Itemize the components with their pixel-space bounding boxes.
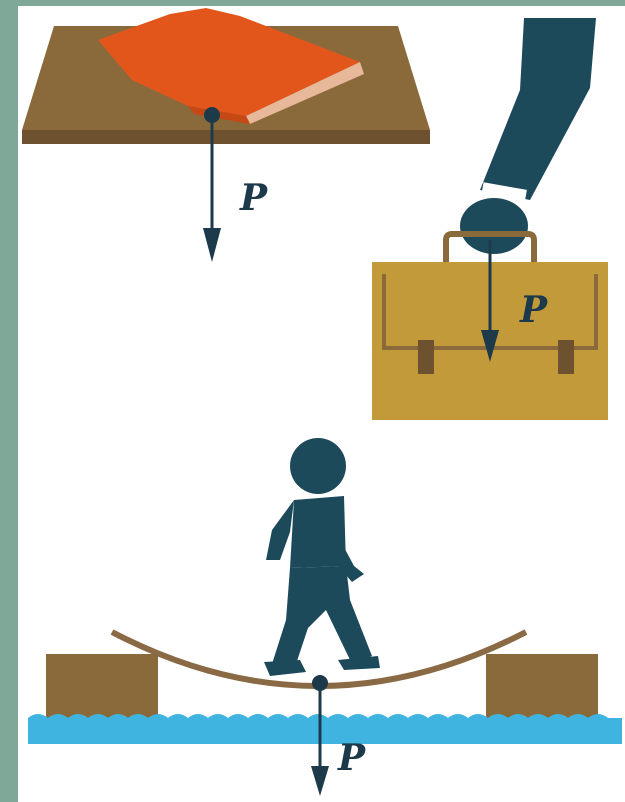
briefcase-force-label: P [519,289,548,331]
water-icon [28,714,622,744]
book-force-label: P [239,177,268,219]
table-edge [22,130,430,144]
right-bank [486,654,598,718]
book-on-table-scene: P [22,8,430,262]
hand-icon [460,18,596,254]
person-icon [264,438,380,676]
book-force-arrowhead [203,228,221,262]
walker-force-arrowhead [311,766,329,796]
left-bank [46,654,158,718]
walker-force-label: P [337,737,366,779]
bridge-scene: P [28,438,622,796]
